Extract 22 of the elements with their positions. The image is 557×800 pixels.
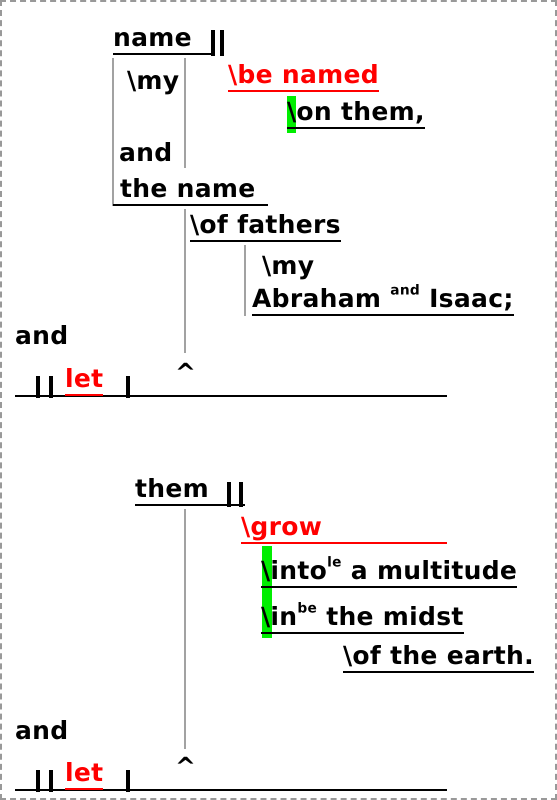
connector-line: [184, 508, 186, 750]
diagram-word: Abraham $^{and}$ Isaac;: [252, 284, 514, 316]
connector-line: [112, 58, 114, 206]
connector-line: [184, 58, 186, 168]
diagram-word: the name: [113, 174, 268, 206]
diagram-word: and: [15, 319, 68, 351]
diagram-word: \of the earth.: [343, 641, 534, 673]
diagram-word: \grow: [241, 512, 447, 544]
connector-line: [244, 244, 246, 316]
diagram-word: ^: [175, 356, 196, 388]
connector-line: [184, 208, 186, 354]
diagram-word: \my: [262, 249, 314, 281]
diagram-word: and: [15, 714, 68, 746]
diagram-word: ^: [175, 750, 196, 782]
diagram-word: name: [113, 23, 215, 55]
diagram-word: \my: [127, 64, 180, 96]
diagram-word: let: [65, 364, 104, 396]
diagram-word: \of fathers: [190, 210, 341, 242]
diagram-word: let: [65, 758, 104, 790]
diagram-word: \be named: [228, 60, 379, 92]
diagram-word: them: [135, 474, 245, 506]
diagram-word: and: [119, 136, 172, 168]
